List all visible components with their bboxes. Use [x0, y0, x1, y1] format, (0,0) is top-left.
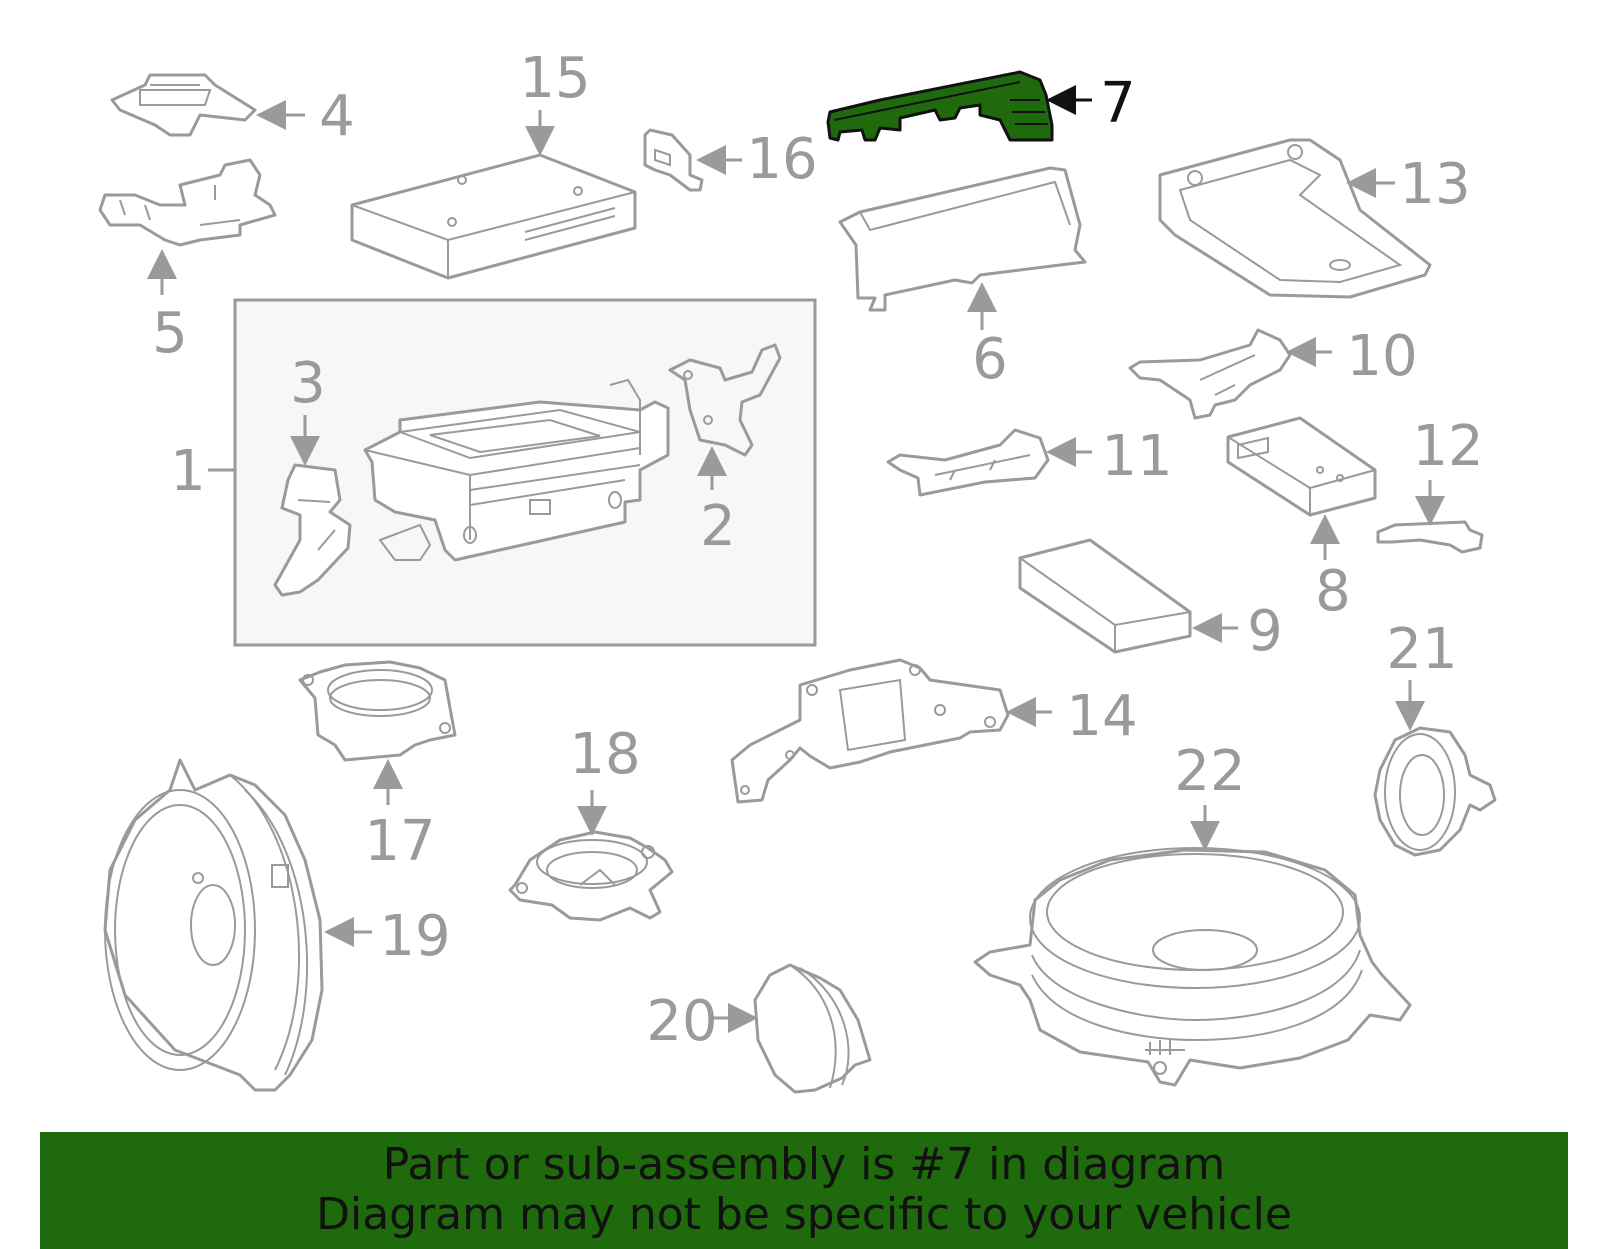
callout-9: 9: [1247, 599, 1283, 664]
part-3[interactable]: [273, 463, 352, 597]
part-18[interactable]: [508, 830, 674, 922]
part-2[interactable]: [668, 343, 782, 457]
callout-12: 12: [1412, 414, 1483, 479]
part-6[interactable]: [838, 166, 1087, 312]
part-20[interactable]: [753, 963, 872, 1094]
callout-10: 10: [1346, 324, 1417, 389]
callout-21: 21: [1386, 617, 1457, 682]
callout-7: 7: [1100, 71, 1136, 136]
info-banner: Part or sub-assembly is #7 in diagram Di…: [40, 1132, 1568, 1249]
part-22[interactable]: [973, 847, 1412, 1087]
part-10[interactable]: [1128, 328, 1292, 420]
callout-14: 14: [1066, 684, 1137, 749]
part-12[interactable]: [1376, 520, 1484, 554]
callout-18: 18: [569, 722, 640, 787]
callout-8: 8: [1315, 559, 1351, 624]
callout-6: 6: [972, 327, 1008, 392]
callout-3: 3: [290, 351, 326, 416]
part-11[interactable]: [886, 428, 1050, 497]
part-5[interactable]: [98, 158, 277, 247]
part-1[interactable]: [363, 378, 670, 562]
banner-line-2: Diagram may not be specific to your vehi…: [316, 1189, 1292, 1240]
part-21[interactable]: [1373, 726, 1497, 857]
part-19[interactable]: [103, 758, 324, 1092]
part-4[interactable]: [110, 73, 257, 137]
banner-line-1: Part or sub-assembly is #7 in diagram: [382, 1139, 1226, 1190]
part-9[interactable]: [1018, 538, 1192, 654]
part-13[interactable]: [1158, 138, 1432, 299]
callout-11: 11: [1101, 424, 1172, 489]
callout-2: 2: [700, 494, 736, 559]
callout-15: 15: [519, 46, 590, 111]
part-14[interactable]: [730, 658, 1010, 804]
callout-4: 4: [319, 84, 355, 149]
part-16[interactable]: [643, 128, 704, 192]
part-17[interactable]: [298, 660, 457, 762]
callout-13: 13: [1399, 152, 1470, 217]
callout-16: 16: [746, 127, 817, 192]
callout-19: 19: [379, 904, 450, 969]
callout-20: 20: [646, 989, 717, 1054]
part-15[interactable]: [350, 153, 637, 280]
part-7[interactable]: [826, 70, 1054, 142]
callout-17: 17: [364, 809, 435, 874]
callout-5: 5: [152, 301, 188, 366]
callout-1: 1: [170, 439, 206, 504]
callout-22: 22: [1174, 739, 1245, 804]
part-8[interactable]: [1226, 416, 1377, 517]
